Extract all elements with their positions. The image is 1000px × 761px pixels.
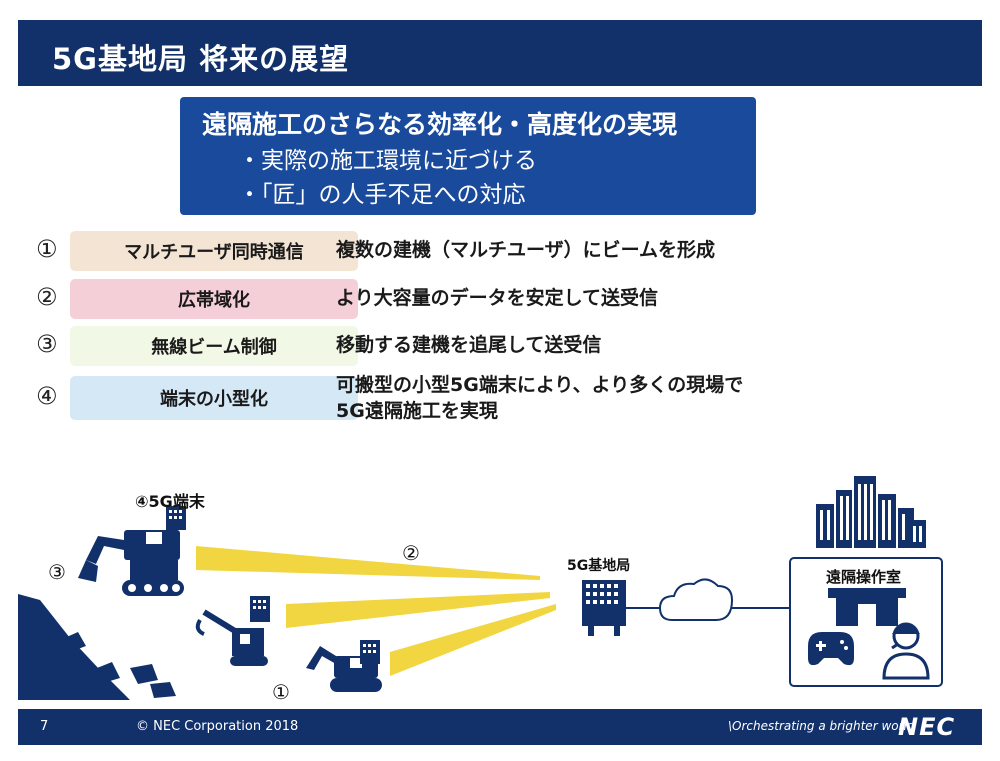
rocks [60,632,176,698]
beam-1 [196,546,540,580]
terminal-label: ④5G端末 [135,492,205,511]
copyright: © NEC Corporation 2018 [136,719,299,734]
operator-icon [882,622,930,680]
callout-bullet: ・実際の施工環境に近づける [238,148,537,174]
game-controller-icon [808,632,854,666]
feature-description: 複数の建機（マルチユーザ）にビームを形成 [336,239,716,261]
remote-room-label: 遠隔操作室 [826,568,902,586]
nec-logo: NEC [898,713,956,741]
feature-row-multiuser: ① マルチユーザ同時通信 複数の建機（マルチユーザ）にビームを形成 [30,231,830,275]
feature-label: 無線ビーム制御 [70,326,358,366]
feature-label: マルチユーザ同時通信 [70,231,358,271]
feature-number: ② [36,283,58,311]
feature-description: 可搬型の小型5G端末により、より多くの現場で 5G遠隔施工を実現 [336,374,744,422]
goal-callout: 遠隔施工のさらなる効率化・高度化の実現 ・実際の施工環境に近づける ・「匠」の人… [180,97,756,215]
feature-number: ④ [36,382,58,410]
footer-bar: 7 © NEC Corporation 2018 \Orchestrating … [18,709,982,745]
feature-row-broadband: ② 広帯域化 より大容量のデータを安定して送受信 [30,279,830,323]
feature-label: 広帯域化 [70,279,358,319]
feature-label: 端末の小型化 [70,376,358,420]
cloud-icon [658,578,734,621]
beam-3 [390,604,556,676]
excavator-icon [78,506,186,596]
control-room-building-icon [828,588,906,626]
feature-row-beam-control: ③ 無線ビーム制御 移動する建機を追尾して送受信 [30,326,830,370]
tagline: \Orchestrating a brighter world [728,719,915,733]
feature-description: より大容量のデータを安定して送受信 [336,287,659,309]
feature-number: ① [36,235,58,263]
base-station-label: 5G基地局 [567,558,631,574]
feature-number: ③ [36,330,58,358]
feature-description: 移動する建機を追尾して送受信 [336,334,602,356]
feature-row-small-terminal: ④ 端末の小型化 可搬型の小型5G端末により、より多くの現場で 5G遠隔施工を実… [30,372,830,432]
callout-heading: 遠隔施工のさらなる効率化・高度化の実現 [202,110,678,139]
system-diagram [18,476,943,700]
base-station-icon [582,580,626,636]
excavator-small-icon [306,640,382,692]
page-number: 7 [40,719,49,734]
beam-label: ② [402,541,420,565]
beam-control-label: ③ [48,560,66,584]
crane-icon [195,596,270,666]
callout-bullet: ・「匠」の人手不足への対応 [238,182,526,208]
multiuser-label: ① [272,680,290,704]
page-title: 5G基地局 将来の展望 [52,42,350,76]
beam-2 [286,592,550,628]
title-bar: 5G基地局 将来の展望 [18,20,982,86]
